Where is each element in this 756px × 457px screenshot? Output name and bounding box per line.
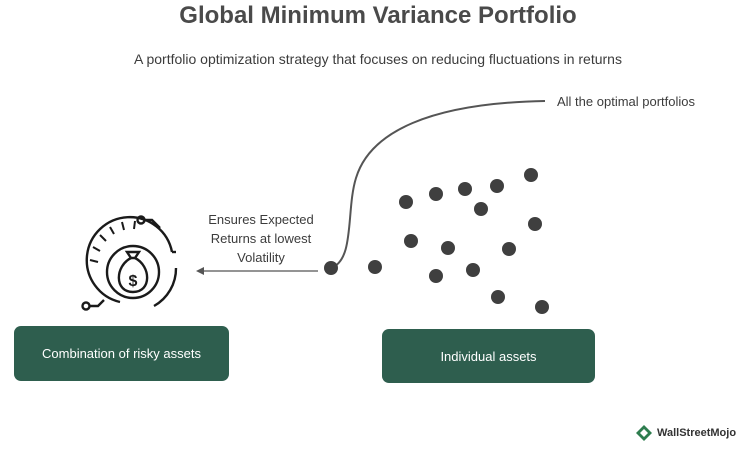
money-bag-dollar-icon: $ — [81, 215, 178, 311]
risky-assets-label: Combination of risky assets — [42, 346, 201, 361]
min-variance-point — [324, 261, 338, 275]
arrowhead — [196, 267, 204, 275]
asset-dot — [429, 187, 443, 201]
asset-dot — [502, 242, 516, 256]
wallstreetmojo-logo-icon — [636, 425, 652, 441]
asset-dot — [404, 234, 418, 248]
min-variance-note: Ensures Expected Returns at lowest Volat… — [208, 212, 314, 265]
asset-dot — [491, 290, 505, 304]
asset-dot — [458, 182, 472, 196]
efficient-frontier-curve — [330, 100, 546, 269]
optimal-portfolios-label: All the optimal portfolios — [557, 94, 696, 109]
individual-asset-dots — [368, 168, 549, 314]
asset-dot — [535, 300, 549, 314]
asset-dot — [466, 263, 480, 277]
asset-dot — [429, 269, 443, 283]
asset-dot — [368, 260, 382, 274]
asset-dot — [490, 179, 504, 193]
page-subtitle: A portfolio optimization strategy that f… — [134, 51, 622, 67]
risky-assets-box: Combination of risky assets — [14, 326, 229, 381]
page-title: Global Minimum Variance Portfolio — [179, 2, 577, 29]
asset-dot — [528, 217, 542, 231]
asset-dot — [474, 202, 488, 216]
brand-name: WallStreetMojo — [657, 427, 737, 439]
brand-logo: WallStreetMojo — [635, 424, 736, 442]
asset-dot — [524, 168, 538, 182]
individual-assets-box: Individual assets — [382, 329, 595, 383]
svg-text:$: $ — [129, 273, 138, 290]
asset-dot — [399, 195, 413, 209]
individual-assets-label: Individual assets — [440, 348, 537, 364]
asset-dot — [441, 241, 455, 255]
